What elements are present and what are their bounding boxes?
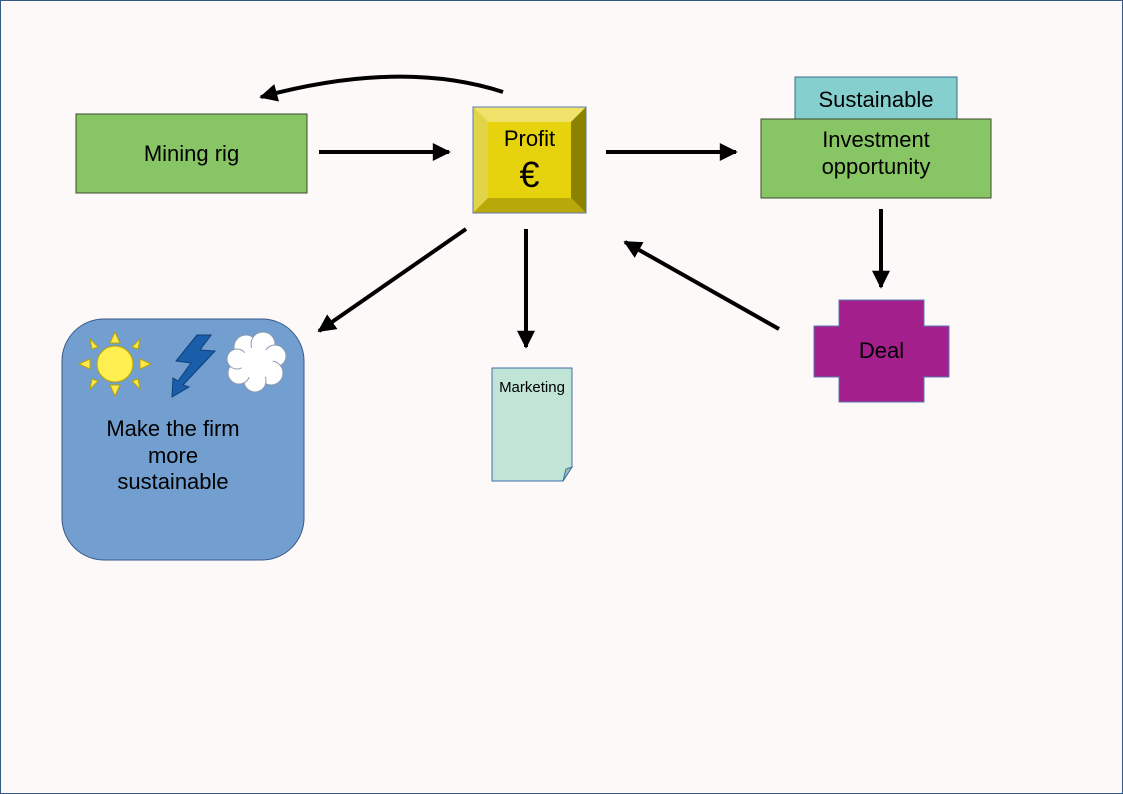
sustainable-tab-label: Sustainable [818, 87, 934, 112]
deal-label: Deal [858, 338, 905, 363]
cloud-icon [226, 331, 287, 393]
marketing-label: Marketing [499, 379, 565, 396]
marketing-note [491, 367, 574, 482]
arrow-profit-to-sustainability [317, 227, 468, 333]
profit-bevel-box [472, 106, 587, 214]
arrow-deal-to-profit [623, 240, 780, 331]
investment-label-line1: Investment [822, 126, 930, 152]
deal-shape [813, 299, 950, 403]
lightning-icon [171, 334, 217, 398]
sustainability-label-line1: Make the firm [106, 415, 240, 441]
mining-rig-label: Mining rig [143, 140, 240, 166]
euro-symbol: € [519, 154, 540, 195]
sustainability-label-line2: more [147, 442, 199, 468]
profit-label: Profit [503, 126, 556, 151]
arrow-profit-to-mining-rig [259, 74, 504, 102]
sustainable-tab [794, 76, 958, 120]
sun-icon [77, 330, 153, 398]
investment-label-line2: opportunity [821, 153, 931, 179]
sustainability-label-line3: sustainable [117, 468, 229, 494]
mining-rig-box [75, 113, 308, 194]
investment-opportunity-box [760, 118, 992, 199]
